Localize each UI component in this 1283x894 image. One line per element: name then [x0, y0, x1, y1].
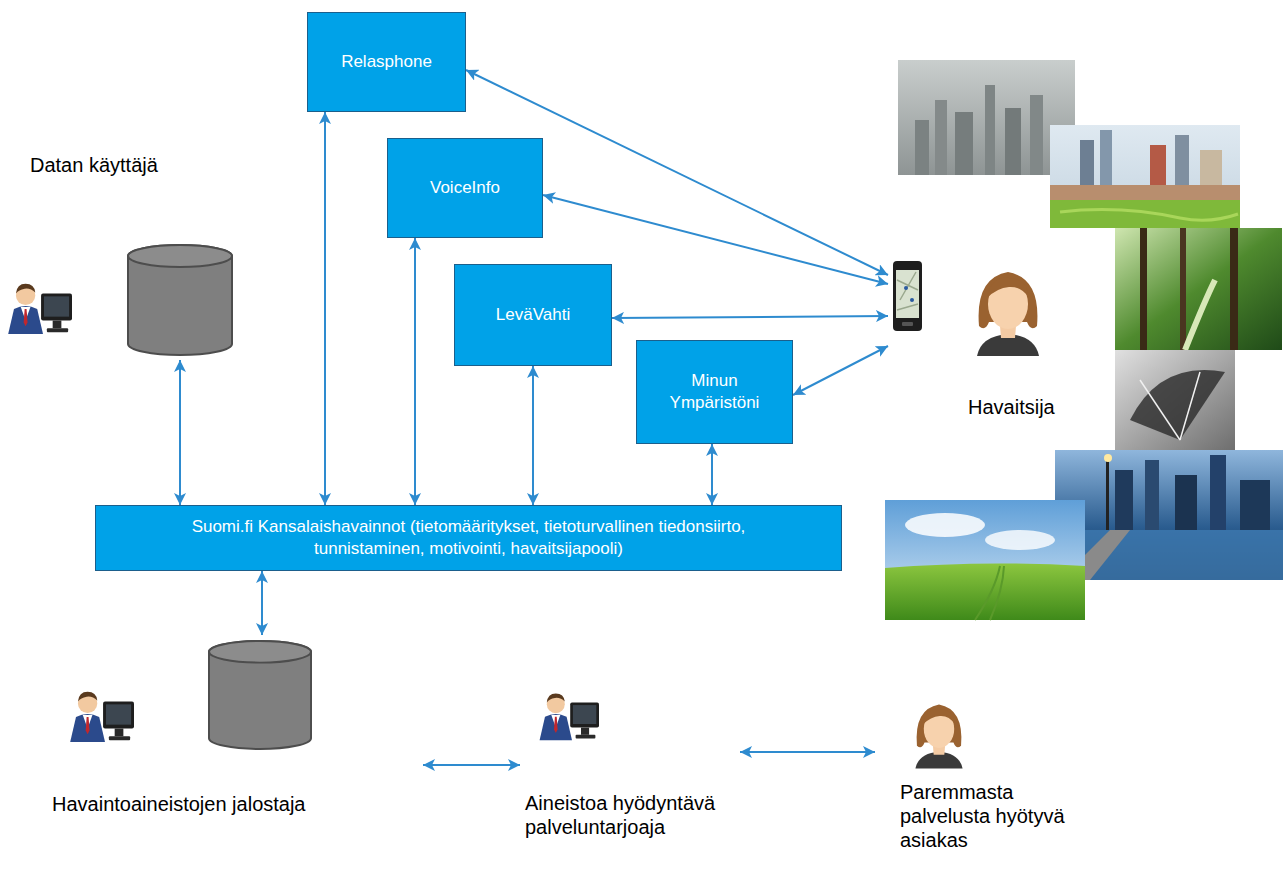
data-user: Datan käyttäjä — [5, 145, 245, 360]
photo-field — [885, 500, 1085, 620]
app-box: LeväVahti — [454, 264, 612, 366]
observer: Havaitsija — [888, 258, 1080, 423]
app-box: VoiceInfo — [387, 138, 543, 238]
phone-icon — [893, 261, 922, 331]
app-box: Minun Ympäristöni — [636, 340, 793, 444]
connector-arrow — [711, 444, 713, 505]
customer-icon — [915, 705, 962, 769]
actor-label: Aineistoa hyödyntävä palveluntarjoaja — [525, 791, 740, 839]
actor-label: Havaitsija — [968, 395, 1080, 419]
photo-forest — [1115, 228, 1282, 350]
database-icon — [128, 245, 232, 355]
connector-arrow — [261, 571, 263, 635]
user-icon — [8, 284, 72, 334]
connector-arrow — [612, 316, 888, 318]
box-label: LeväVahti — [496, 304, 570, 326]
database-icon — [209, 641, 311, 749]
box-label: Minun Ympäristöni — [659, 370, 770, 414]
connector-arrow — [423, 764, 520, 766]
customer: Paremmasta palvelusta hyötyvä asiakas — [875, 695, 1085, 860]
user-icon — [540, 693, 599, 740]
connector-arrow — [740, 751, 875, 753]
actor-label: Datan käyttäjä — [30, 153, 245, 177]
actor-label: Paremmasta palvelusta hyötyvä asiakas — [900, 780, 1085, 852]
app-box: Relasphone — [307, 12, 466, 112]
service-provider: Aineistoa hyödyntävä palveluntarjoaja — [520, 685, 740, 839]
box-label: Relasphone — [341, 51, 432, 73]
connector-arrow — [179, 360, 181, 505]
connector-arrow — [532, 366, 534, 505]
connector-arrow — [793, 346, 888, 395]
connector-arrow — [324, 112, 326, 505]
photo-smog-city — [898, 60, 1075, 175]
box-label: VoiceInfo — [430, 177, 500, 199]
photo-algae-city — [1050, 125, 1240, 228]
actor-label: Havaintoaineistojen jalostaja — [52, 792, 423, 816]
data-refiner: Havaintoaineistojen jalostaja — [48, 635, 423, 825]
platform-band: Suomi.fi Kansalaishavainnot (tietomäärit… — [95, 505, 842, 571]
photo-night-city — [1055, 450, 1283, 580]
observer-icon — [977, 272, 1039, 356]
box-label: Suomi.fi Kansalaishavainnot (tietomäärit… — [191, 516, 746, 560]
user-icon — [70, 692, 134, 742]
connector-arrow — [414, 238, 416, 505]
photo-umbrella — [1115, 350, 1235, 450]
